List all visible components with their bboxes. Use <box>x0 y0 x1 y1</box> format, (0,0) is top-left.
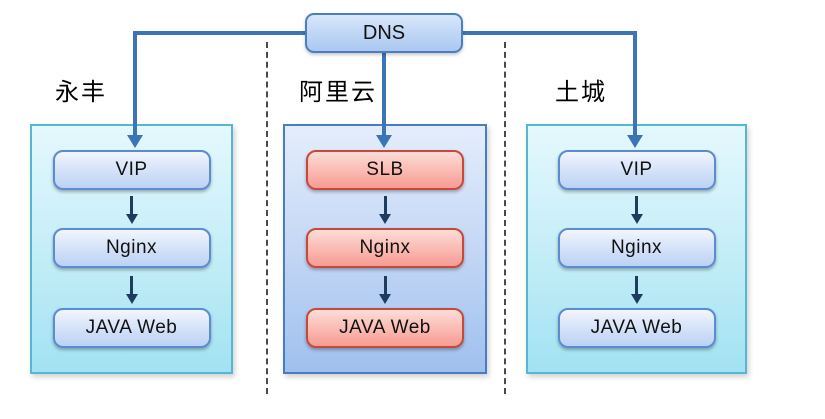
region-label-aliyun: 阿里云 <box>299 80 377 106</box>
arrow-shaft <box>383 196 387 214</box>
arrow-down-icon <box>379 294 391 304</box>
arrow-down-icon <box>379 214 391 224</box>
divider-yongfeng-aliyun <box>266 42 268 394</box>
arrow-down-icon <box>630 294 643 304</box>
dns-to-tucheng-connector-horizontal <box>461 31 637 35</box>
arrow-down-icon <box>630 214 643 224</box>
region-panel-aliyun: SLB Nginx JAVA Web <box>283 124 487 374</box>
node-nginx-aliyun: Nginx <box>306 228 464 268</box>
arrow-nginx-to-javaweb-yongfeng <box>125 276 138 304</box>
node-vip-tucheng: VIP <box>557 150 716 190</box>
arrow-shaft <box>635 196 638 214</box>
arrow-down-icon <box>125 214 138 224</box>
arrow-nginx-to-javaweb-tucheng <box>630 276 643 304</box>
dns-to-aliyun-connector-vertical <box>382 51 386 135</box>
dns-node: DNS <box>305 13 463 53</box>
arrow-shaft <box>635 276 638 294</box>
arrow-shaft <box>130 276 133 294</box>
region-panel-tucheng: VIP Nginx JAVA Web <box>526 124 747 374</box>
node-javaweb-yongfeng: JAVA Web <box>52 308 211 348</box>
arrow-shaft <box>383 276 387 294</box>
dns-to-tucheng-connector-vertical <box>633 31 637 135</box>
dns-to-yongfeng-arrowhead-icon <box>127 135 143 148</box>
arrow-vip-to-nginx-yongfeng <box>125 196 138 224</box>
node-vip-yongfeng: VIP <box>52 150 211 190</box>
region-panel-yongfeng: VIP Nginx JAVA Web <box>30 124 233 374</box>
divider-aliyun-tucheng <box>504 42 506 394</box>
dns-to-aliyun-arrowhead-icon <box>376 135 392 148</box>
node-javaweb-aliyun: JAVA Web <box>306 308 464 348</box>
region-label-yongfeng: 永丰 <box>55 80 107 106</box>
node-nginx-tucheng: Nginx <box>557 228 716 268</box>
arrow-vip-to-nginx-tucheng <box>630 196 643 224</box>
dns-to-yongfeng-connector-horizontal <box>133 31 307 35</box>
dns-to-tucheng-arrowhead-icon <box>627 135 643 148</box>
node-nginx-yongfeng: Nginx <box>52 228 211 268</box>
region-label-tucheng: 土城 <box>555 80 607 106</box>
node-slb-aliyun: SLB <box>306 150 464 190</box>
arrow-shaft <box>130 196 133 214</box>
arrow-slb-to-nginx-aliyun <box>379 196 391 224</box>
arrow-nginx-to-javaweb-aliyun <box>379 276 391 304</box>
dns-to-yongfeng-connector-vertical <box>133 31 137 135</box>
arrow-down-icon <box>125 294 138 304</box>
node-javaweb-tucheng: JAVA Web <box>557 308 716 348</box>
